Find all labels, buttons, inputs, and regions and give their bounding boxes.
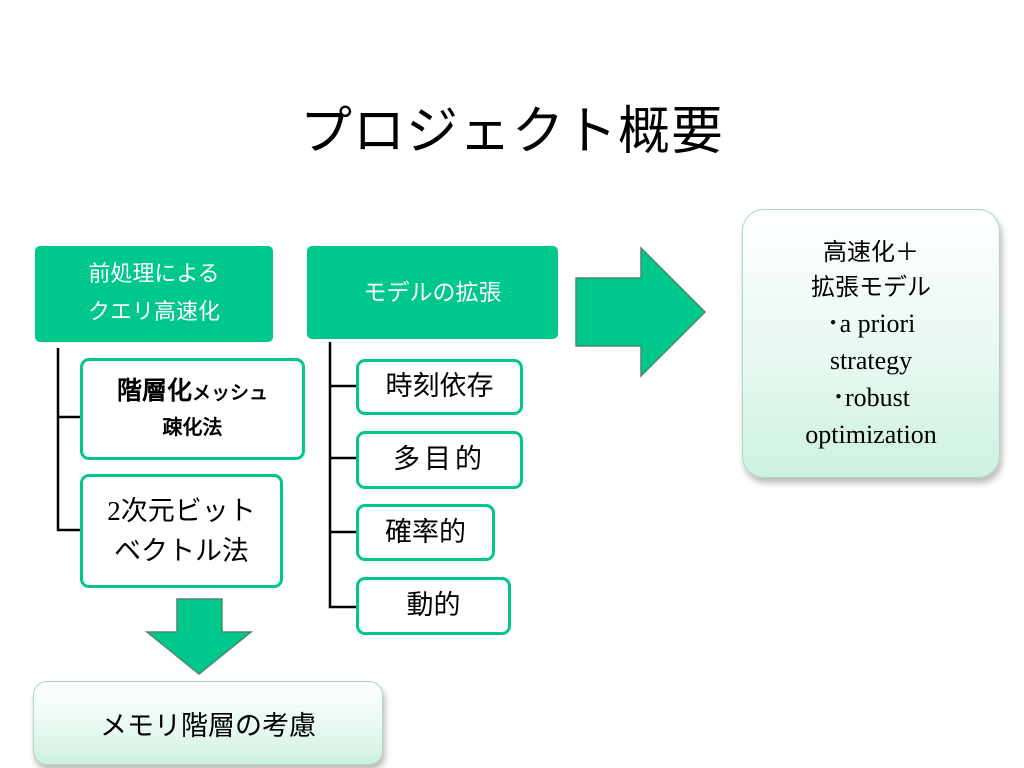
dynamic-box: 動的	[356, 577, 511, 635]
model-extension-header-label: モデルの拡張	[363, 279, 502, 306]
model-extension-header-box: モデルの拡張	[307, 246, 558, 339]
left-bracket-connector	[56, 348, 80, 532]
middle-bracket-connector	[328, 342, 356, 609]
bit-vector-number: 2	[107, 495, 121, 526]
bit-vector-box: 2次元ビット ベクトル法	[80, 474, 283, 588]
result-bullet2-line2: optimization	[805, 419, 937, 449]
bit-vector-line2: ベクトル法	[114, 535, 249, 567]
hierarchical-mesh-line2: 疎化法	[162, 415, 223, 439]
hierarchical-mesh-box: 階層化メッシュ 疎化法	[80, 358, 305, 460]
preprocessing-header-line2: クエリ高速化	[87, 300, 220, 325]
result-box: 高速化＋ 拡張モデル ･a priori strategy ･robust op…	[742, 209, 1000, 478]
slide-title: プロジェクト概要	[299, 102, 724, 162]
time-dependent-label: 時刻依存	[385, 371, 494, 402]
hierarchical-mesh-small: メッシュ	[192, 382, 269, 404]
bit-vector-line1: 2次元ビット	[107, 491, 256, 532]
hierarchical-mesh-line1: 階層化メッシュ	[117, 374, 268, 410]
preprocessing-header-box: 前処理による クエリ高速化	[35, 246, 273, 342]
preprocessing-header-line1: 前処理による	[88, 262, 220, 287]
hierarchical-mesh-main: 階層化	[116, 376, 192, 405]
memory-hierarchy-label: メモリ階層の考慮	[100, 710, 316, 742]
memory-hierarchy-box: メモリ階層の考慮	[33, 681, 383, 765]
stochastic-box: 確率的	[356, 504, 495, 561]
result-bullet1-line2: strategy	[829, 345, 913, 375]
result-line2: 拡張モデル	[811, 272, 931, 301]
multi-objective-box: 多目的	[356, 431, 523, 489]
result-bullet2-line1: ･robust	[831, 382, 910, 412]
stochastic-label: 確率的	[385, 516, 466, 548]
bit-vector-text1: 次元ビット	[120, 495, 256, 527]
down-arrow	[144, 598, 254, 675]
result-line1: 高速化＋	[823, 237, 919, 266]
result-bullet1-line1: ･a priori	[826, 308, 916, 338]
time-dependent-box: 時刻依存	[356, 359, 523, 415]
multi-objective-label: 多目的	[393, 444, 486, 475]
dynamic-label: 動的	[406, 590, 461, 621]
right-arrow	[575, 246, 707, 378]
